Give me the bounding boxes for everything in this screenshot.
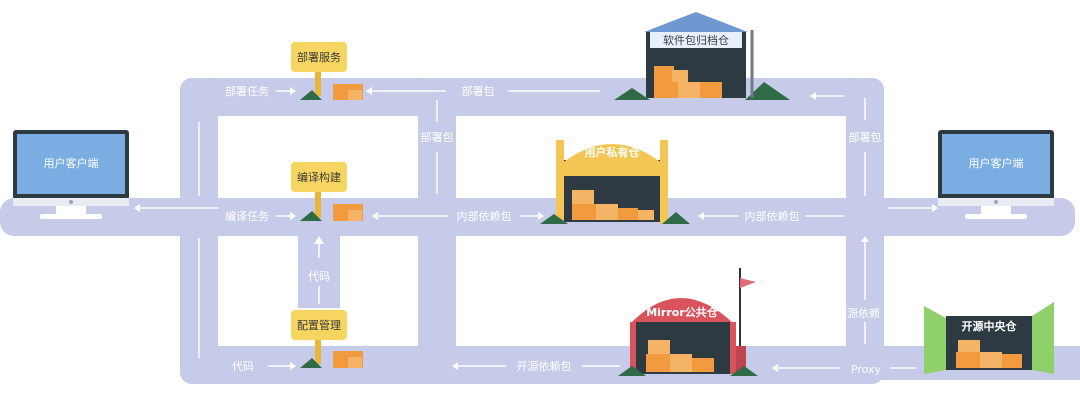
track-network bbox=[0, 78, 1080, 384]
mirror-warehouse[interactable]: Mirror公共仓 bbox=[618, 268, 758, 376]
deploy-pkg-mid-label: 部署包 bbox=[421, 130, 454, 144]
deploy-pkg-top-label: 部署包 bbox=[462, 84, 495, 98]
open-dep-right-label: 开源依赖 bbox=[836, 306, 880, 320]
central-warehouse-label: 开源中央仓 bbox=[962, 319, 1018, 333]
mirror-warehouse-label: Mirror公共仓 bbox=[646, 305, 719, 319]
left-client[interactable]: 用户客户端 bbox=[13, 130, 129, 219]
config-mgmt-label: 配置管理 bbox=[297, 318, 341, 332]
private-warehouse[interactable]: 用户私有仓 bbox=[540, 140, 690, 224]
code-bottom-label: 代码 bbox=[232, 360, 254, 373]
deploy-service-label: 部署服务 bbox=[297, 50, 341, 64]
open-dep-bottom-label: 开源依赖包 bbox=[517, 359, 572, 373]
compile-build-label: 编译构建 bbox=[297, 170, 341, 184]
right-client[interactable]: 用户客户端 bbox=[938, 130, 1054, 219]
watermark-text: 大数跨境 bbox=[52, 371, 124, 393]
central-warehouse[interactable]: 开源中央仓 bbox=[924, 302, 1054, 374]
code-vertical-link: 代码 bbox=[298, 222, 340, 308]
deploy-task-label: 部署任务 bbox=[225, 84, 269, 98]
proxy-label: Proxy bbox=[851, 363, 882, 376]
internal-dep-right-label: 内部依赖包 bbox=[745, 209, 800, 223]
private-warehouse-label: 用户私有仓 bbox=[585, 145, 641, 159]
right-client-label: 用户客户端 bbox=[969, 156, 1024, 170]
compile-task-label: 编译任务 bbox=[225, 209, 269, 223]
code-vertical-label: 代码 bbox=[308, 270, 330, 283]
software-archive-label: 软件包归档仓 bbox=[663, 33, 729, 47]
watermark: 大数跨境 bbox=[12, 371, 124, 393]
internal-dep-left-label: 内部依赖包 bbox=[457, 209, 512, 223]
deploy-pkg-right-label: 部署包 bbox=[849, 130, 882, 144]
left-client-label: 用户客户端 bbox=[44, 156, 99, 170]
